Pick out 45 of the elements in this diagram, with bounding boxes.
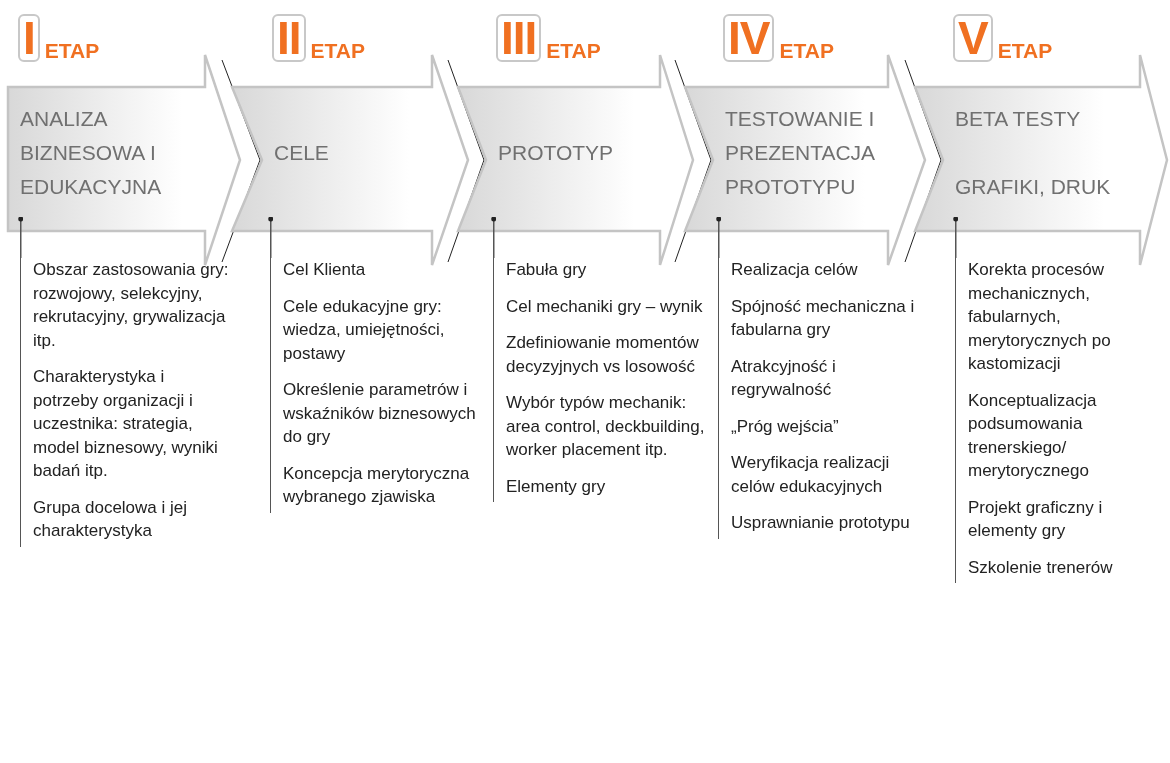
list-item: Realizacja celów: [731, 259, 859, 281]
list-item: Określenie parametrów i wskaźników biznesowych do gry: [283, 379, 477, 448]
stage-label: ETAP: [310, 40, 365, 62]
stage-title: GRAFIKI, DRUK: [955, 174, 1112, 200]
roman-numeral-badge: I: [18, 14, 40, 62]
list-item: Cel mechaniki gry – wynik: [506, 295, 704, 318]
stage-label: ETAP: [546, 40, 601, 62]
stage-title: CELE: [274, 140, 330, 166]
roman-numeral-badge: V: [953, 14, 993, 62]
stage-title: PROTOTYP: [498, 140, 615, 166]
list-item: „Próg wejścia”: [731, 415, 840, 438]
list-item: Cele edukacyjne gry: wiedza, umiejętności, postawy: [283, 295, 446, 365]
list-item: Usprawnianie prototypu: [731, 512, 911, 534]
list-item: Fabuła gry: [506, 259, 588, 281]
stage-label: ETAP: [44, 40, 100, 62]
roman-numeral-badge: II: [272, 14, 306, 62]
list-item: Spójność mechaniczna i fabularna gry: [731, 295, 916, 341]
list-item: Szkolenie trenerów: [968, 556, 1114, 579]
list-item: Zdefiniowanie momentów decyzyjnych vs losowość: [506, 332, 700, 378]
list-item: Elementy gry: [506, 475, 607, 498]
list-item: Cel Klienta: [283, 259, 367, 281]
leader-line: [18, 216, 24, 259]
list-item: Grupa docelowa i jej charakterystyka: [33, 496, 189, 542]
list-item: Charakterystyka i potrzeby organizacji i uczestnika: strategia, model biznesowy, wyniki badań itp.: [33, 366, 219, 482]
stage-title: ANALIZA BIZNESOWA I EDUKACYJNA: [20, 106, 163, 200]
list-item: Konceptualizacja podsumowania trenerskiego/ merytorycznego: [968, 389, 1098, 482]
text-column: [270, 258, 478, 513]
roman-numeral-badge: III: [496, 14, 542, 62]
stage-title: BETA TESTY: [955, 106, 1082, 132]
leader-line: [953, 216, 959, 259]
text-column: [493, 258, 706, 502]
list-item: Korekta procesów mechanicznych, fabularnych, merytorycznych po kastomizacji: [968, 259, 1112, 375]
stage-label: ETAP: [779, 40, 834, 62]
leader-line: [268, 216, 274, 259]
stage-label: ETAP: [997, 40, 1053, 62]
list-item: Koncepcja merytoryczna wybranego zjawiska: [283, 462, 471, 508]
roman-numeral-badge: IV: [723, 14, 775, 62]
list-item: Wybór typów mechanik: area control, deckbuilding, worker placement itp.: [506, 392, 706, 461]
list-item: Obszar zastosowania gry: rozwojowy, selekcyjny, rekrutacyjny, grywalizacja itp.: [33, 259, 230, 352]
stage-title: TESTOWANIE I PREZENTACJA PROTOTYPU: [725, 106, 876, 200]
list-item: Projekt graficzny i elementy gry: [968, 496, 1104, 542]
leader-line: [716, 216, 722, 259]
list-item: Weryfikacja realizacji celów edukacyjnych: [731, 452, 891, 498]
leader-line: [491, 216, 497, 259]
list-item: Atrakcyjność i regrywalność: [731, 355, 837, 401]
